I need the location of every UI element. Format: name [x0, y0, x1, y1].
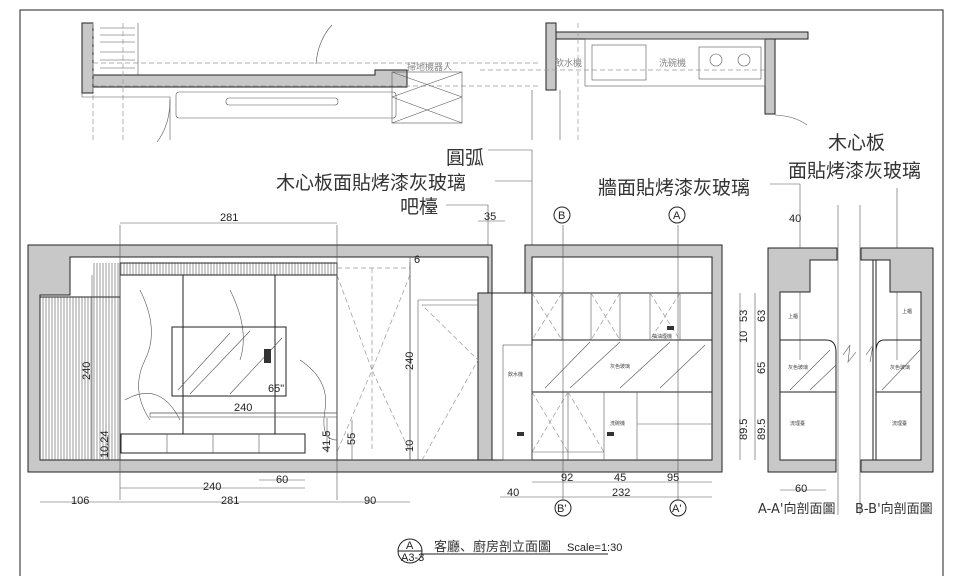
section-bb-counter: 流理臺 [892, 420, 907, 427]
marker-b-prime: B' [557, 503, 566, 515]
main-elevation: 65" 飲水機 灰色玻璃 抽油煙機 洗碗機 [27, 225, 723, 500]
cabinet-label-hood: 抽油煙機 [652, 333, 672, 340]
tv-size-label: 65" [268, 383, 284, 395]
callout-wall-glass: 牆面貼烤漆灰玻璃 [598, 177, 750, 199]
dim-60-section: 60 [795, 483, 807, 495]
callout-bar: 吧檯 [400, 196, 438, 218]
dim-10-24: 10.24 [99, 430, 111, 458]
callout-wood: 木心板 [828, 132, 885, 154]
title-circle-top: A [406, 540, 414, 552]
cabinet-label-glass: 灰色玻璃 [610, 363, 630, 370]
dim-63: 63 [756, 310, 768, 322]
callouts: 圓弧 木心板面貼烤漆灰玻璃 吧檯 牆面貼烤漆灰玻璃 木心板 面貼烤漆灰玻璃 [276, 132, 921, 515]
dim-6: 6 [414, 254, 420, 266]
dim-53: 53 [738, 310, 750, 322]
dim-240-door: 240 [404, 352, 416, 370]
plan-label-robot: 掃地機器人 [407, 61, 452, 73]
sheet-border [19, 9, 944, 576]
section-markers: B A B' A' [553, 206, 687, 517]
section-title-bb: B-B'向剖面圖 [855, 501, 933, 517]
dim-60: 60 [276, 474, 288, 486]
dim-89-5-b: 89.5 [756, 419, 768, 440]
callout-arc: 圓弧 [446, 147, 484, 169]
section-aa-counter: 流理臺 [790, 420, 805, 427]
marker-b: B [558, 210, 565, 222]
dim-281-bottom: 281 [221, 495, 239, 507]
dim-92: 92 [561, 472, 573, 484]
section-bb-glass: 灰色玻璃 [890, 364, 910, 371]
section-aa-glass: 灰色玻璃 [788, 364, 808, 371]
dim-45: 45 [614, 472, 626, 484]
floor-plan: 掃地機器人 飲水機 洗碗機 [81, 22, 809, 143]
drawing-title: A A3-3 客廳、廚房剖立面圖 Scale=1:30 [397, 538, 622, 564]
dim-65: 65 [756, 362, 768, 374]
marker-a-prime: A' [672, 503, 681, 515]
dim-41-5: 41.5 [321, 431, 333, 452]
title-text: 客廳、廚房剖立面圖 [434, 539, 551, 555]
section-bb-upper: 上櫃 [902, 308, 912, 315]
dim-240-shelf: 240 [234, 402, 252, 414]
dim-106: 106 [71, 495, 89, 507]
plan-label-dishwasher: 洗碗機 [659, 57, 686, 69]
marker-a: A [673, 210, 681, 222]
section-aa-upper: 上櫃 [788, 313, 798, 320]
dim-240-left: 240 [81, 362, 93, 380]
dim-40-section: 40 [789, 213, 801, 225]
section-bb: 上櫃 灰色玻璃 流理臺 B-B'向剖面圖 [842, 247, 934, 517]
dimension-lines [40, 220, 826, 503]
dim-35: 35 [484, 211, 496, 223]
dimension-labels: 281 35 40 6 240 240 240 10.24 41.5 55 10… [71, 211, 807, 507]
cabinet-label-water: 飲水機 [508, 371, 523, 378]
dim-240-bottom: 240 [203, 481, 221, 493]
dim-40: 40 [507, 487, 519, 499]
cabinet-label-dishwasher: 洗碗機 [610, 420, 625, 427]
title-scale: Scale=1:30 [567, 542, 622, 554]
section-title-aa: A-A'向剖面圖 [758, 501, 835, 517]
dim-10: 10 [404, 440, 416, 452]
dim-95: 95 [667, 472, 679, 484]
dim-top-281: 281 [220, 212, 238, 224]
section-aa: 上櫃 灰色玻璃 流理臺 A-A'向剖面圖 [758, 247, 838, 517]
dim-55: 55 [346, 433, 358, 445]
plan-label-water: 飲水機 [555, 57, 582, 69]
title-circle-bottom: A3-3 [401, 552, 424, 564]
dim-90: 90 [364, 495, 376, 507]
callout-face-glass: 面貼烤漆灰玻璃 [788, 160, 921, 182]
dim-232: 232 [612, 487, 630, 499]
callout-wood-glass: 木心板面貼烤漆灰玻璃 [276, 172, 466, 194]
dim-89-5-a: 89.5 [738, 419, 750, 440]
dim-10-kitchen: 10 [738, 331, 750, 343]
